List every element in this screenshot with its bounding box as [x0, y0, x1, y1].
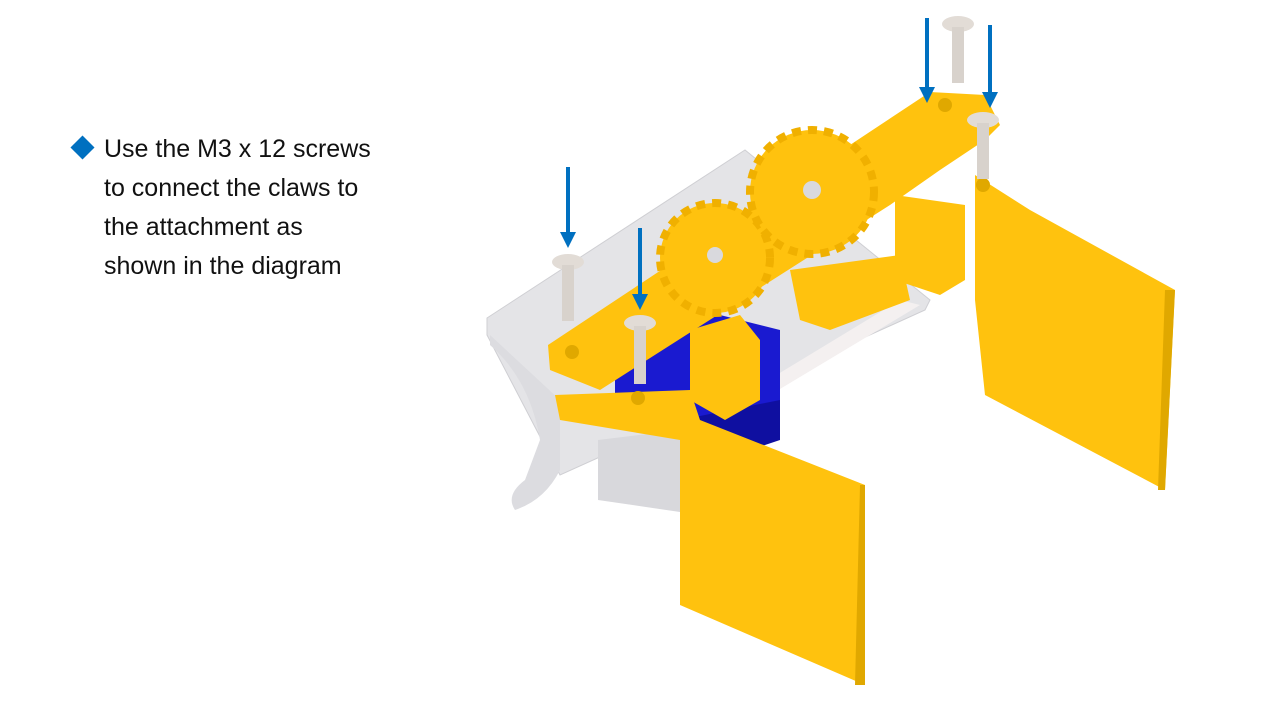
- instruction-line: to connect the claws to: [104, 174, 359, 202]
- screw-hole: [631, 391, 645, 405]
- instruction-line: Use the M3 x 12 screws: [104, 135, 371, 163]
- claw-arm: [548, 92, 1000, 420]
- screw: [942, 16, 974, 83]
- screw-hole: [565, 345, 579, 359]
- instruction-line: the attachment as: [104, 213, 303, 241]
- right-claw: [975, 175, 1175, 490]
- screw-hole: [938, 98, 952, 112]
- instruction-text: Use the M3 x 12 screws to connect the cl…: [104, 130, 444, 286]
- instruction-line: shown in the diagram: [104, 252, 342, 280]
- left-claw: [555, 390, 865, 685]
- gear-small: [656, 199, 774, 317]
- screw: [552, 254, 584, 321]
- screw-hole: [976, 178, 990, 192]
- gear-large: [746, 126, 878, 258]
- screw: [624, 315, 656, 384]
- screw: [967, 112, 999, 179]
